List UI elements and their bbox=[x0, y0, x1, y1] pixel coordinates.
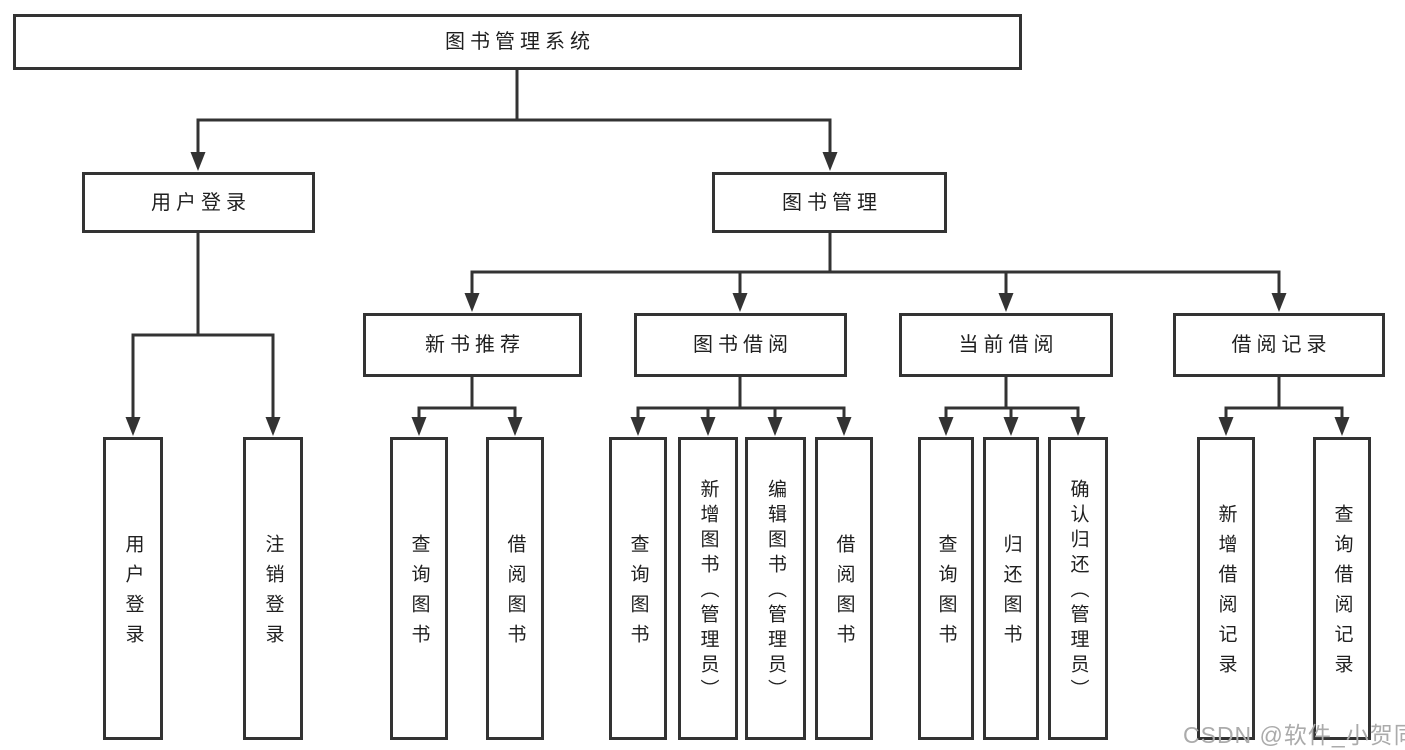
watermark: CSDN @软件_小贺同学 bbox=[1183, 722, 1405, 748]
leaf-user-login: 用户登录 bbox=[103, 437, 163, 740]
node-user-login: 用户登录 bbox=[82, 172, 315, 233]
arrowheads bbox=[125, 152, 1350, 436]
leaf-newbook-borrow-book: 借阅图书 bbox=[486, 437, 544, 740]
node-book-borrow: 图书借阅 bbox=[634, 313, 847, 377]
node-root: 图书管理系统 bbox=[13, 14, 1022, 70]
leaf-records-add-record: 新增借阅记录 bbox=[1197, 437, 1255, 740]
leaf-current-return-book: 归还图书 bbox=[983, 437, 1039, 740]
leaf-borrow-add-book-admin: 新增图书（管理员） bbox=[678, 437, 738, 740]
leaf-logout: 注销登录 bbox=[243, 437, 303, 740]
node-new-book-recommend: 新书推荐 bbox=[363, 313, 582, 377]
leaf-current-confirm-return-admin: 确认归还（管理员） bbox=[1048, 437, 1108, 740]
leaf-borrow-query-book: 查询图书 bbox=[609, 437, 667, 740]
leaf-borrow-borrow-book: 借阅图书 bbox=[815, 437, 873, 740]
leaf-borrow-edit-book-admin: 编辑图书（管理员） bbox=[745, 437, 806, 740]
node-current-borrow: 当前借阅 bbox=[899, 313, 1113, 377]
node-borrow-records: 借阅记录 bbox=[1173, 313, 1385, 377]
leaf-records-query-record: 查询借阅记录 bbox=[1313, 437, 1371, 740]
leaf-current-query-book: 查询图书 bbox=[918, 437, 974, 740]
node-book-management: 图书管理 bbox=[712, 172, 947, 233]
leaf-newbook-query-book: 查询图书 bbox=[390, 437, 448, 740]
